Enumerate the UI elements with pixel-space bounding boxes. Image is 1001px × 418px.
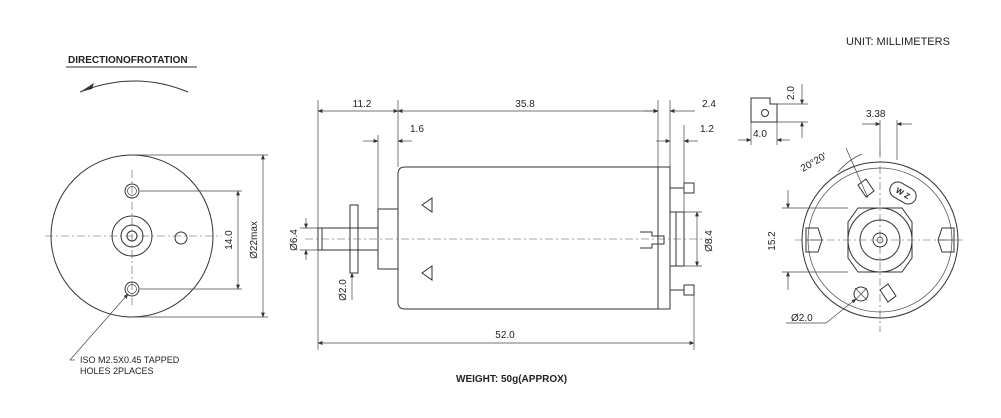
weight-label: WEIGHT: 50g(APPROX) <box>456 374 567 385</box>
terminal-dim-height: 2.0 <box>786 86 797 100</box>
rear-tab-left <box>805 227 823 253</box>
rear-terminal-top <box>857 178 875 198</box>
dim-shaft-small: Ø2.0 <box>338 279 349 301</box>
arrow-mark-bottom-icon <box>421 265 433 281</box>
rear-bearing <box>859 219 901 261</box>
unit-label: UNIT: MILLIMETERS <box>846 36 950 48</box>
rear-terminal-bottom <box>879 283 897 303</box>
tapped-hole-top <box>124 183 140 199</box>
tapped-hole-bottom-inner <box>127 284 137 294</box>
dim-body-diameter: Ø22max <box>249 221 260 259</box>
terminal-hole <box>761 109 769 117</box>
arrow-mark-top-icon <box>421 197 433 213</box>
front-view: 14.0 Ø22max ISO M2.5X0.45 TAPPED HOLES 2… <box>45 154 268 376</box>
motor-body <box>397 166 659 310</box>
tapped-hole-top-inner <box>127 186 137 196</box>
dim-body-length: 35.8 <box>515 99 535 110</box>
rear-tab-right <box>937 227 955 253</box>
rear-shaft-stub <box>640 231 665 249</box>
note-leader <box>69 293 129 361</box>
terminal-bottom <box>683 284 695 296</box>
dim-rear-boss: Ø8.4 <box>704 230 715 252</box>
front-shaft <box>126 230 138 242</box>
brush-holder <box>847 207 913 273</box>
note-line-2: HOLES 2PLACES <box>80 366 154 376</box>
direction-of-rotation-label: DIRECTIONOFROTATION <box>68 55 188 66</box>
tapped-hole-bottom <box>124 281 140 297</box>
rear-dim-span: 15.2 <box>767 231 778 251</box>
dim-shaft-length: 11.2 <box>353 99 372 110</box>
front-boss-outer <box>111 215 153 257</box>
rotation-arc <box>79 80 189 93</box>
dim-endcap-inner: 1.2 <box>700 124 714 135</box>
dim-endcap: 2.4 <box>702 99 716 110</box>
rear-screw-hole <box>853 286 869 302</box>
rear-view: W Z 3.38 20°20' 15.2 Ø2.0 <box>767 109 965 332</box>
rear-shaft <box>872 232 888 248</box>
rear-dim-hole: Ø2.0 <box>791 313 813 324</box>
rear-dim-offset: 3.38 <box>866 109 886 120</box>
rotation-arrow-icon <box>80 83 94 92</box>
brush-marking-badge <box>889 181 917 205</box>
dim-shaft-diameter: Ø6.4 <box>289 229 300 251</box>
dim-total-length: 52.0 <box>495 330 515 341</box>
rear-dim-angle: 20°20' <box>799 151 829 175</box>
note-line-1: ISO M2.5X0.45 TAPPED <box>80 355 180 365</box>
dim-boss: 1.6 <box>410 124 424 135</box>
vent-hole <box>174 231 188 245</box>
front-boss-mid <box>120 224 144 248</box>
terminal-top <box>683 182 695 194</box>
terminal-dim-width: 4.0 <box>753 129 767 140</box>
side-view: 11.2 35.8 2.4 1.6 1.2 Ø6.4 Ø2.0 Ø8.4 52.… <box>289 99 716 350</box>
terminal-detail: 2.0 4.0 <box>738 84 808 145</box>
dim-bolt-spacing: 14.0 <box>224 230 235 250</box>
